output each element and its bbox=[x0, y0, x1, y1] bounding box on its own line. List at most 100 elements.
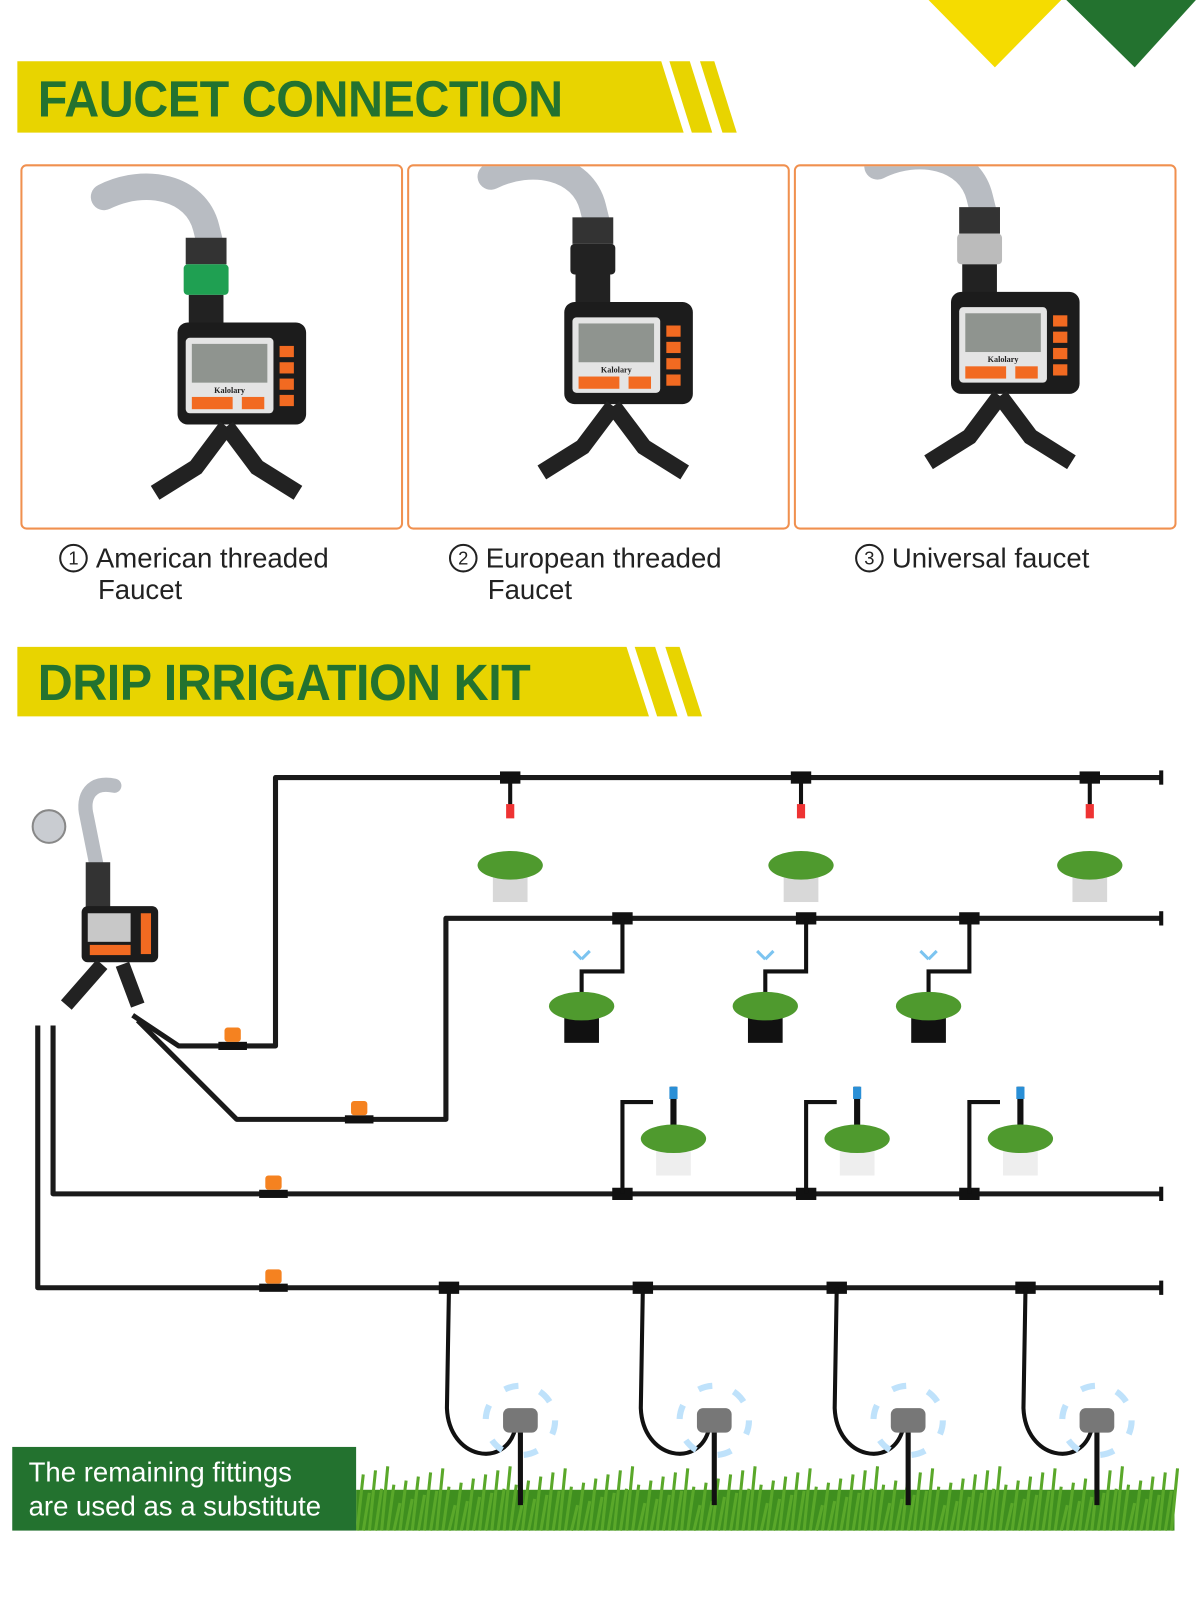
banner-drip-kit bbox=[17, 646, 703, 717]
branch-tube bbox=[579, 918, 625, 1011]
lcd-screen bbox=[965, 313, 1041, 353]
timer-button bbox=[1053, 315, 1068, 327]
timer-button bbox=[666, 341, 681, 354]
valve-knob bbox=[265, 1269, 282, 1284]
sprinkler-hose bbox=[444, 1287, 518, 1456]
timer-brand-logo: Kalolary bbox=[988, 355, 1019, 364]
tee-connector bbox=[1079, 771, 1100, 784]
faucet-panel-european: Kalolary bbox=[407, 153, 790, 530]
valve bbox=[259, 1189, 288, 1198]
branch-tube bbox=[926, 918, 972, 1011]
note-line: The remaining fittings bbox=[28, 1457, 292, 1488]
sprinkler-hose bbox=[832, 1287, 906, 1456]
section-title: DRIP IRRIGATION KIT bbox=[37, 654, 531, 712]
fittings-note: The remaining fittings are used as a sub… bbox=[12, 1446, 357, 1531]
plant-leaves bbox=[477, 851, 543, 880]
lcd-screen bbox=[191, 343, 268, 383]
plant-leaves bbox=[732, 991, 798, 1021]
spray bbox=[919, 949, 938, 961]
sprinkler-head bbox=[503, 1408, 538, 1433]
branch-tube bbox=[620, 1099, 654, 1194]
plant-leaves bbox=[1057, 851, 1123, 880]
adapter-threaded-connector bbox=[570, 243, 616, 275]
number-badge: 1 bbox=[59, 543, 88, 573]
faucet-spout bbox=[90, 173, 225, 262]
spray bbox=[756, 949, 775, 961]
timer-button bbox=[666, 374, 681, 386]
yellow-triangle bbox=[928, 0, 1062, 68]
plant-leaves bbox=[768, 851, 834, 880]
timer-button bbox=[1053, 331, 1068, 343]
sprinkler-head bbox=[890, 1408, 926, 1433]
spray bbox=[870, 1382, 946, 1459]
stake bbox=[1017, 1086, 1024, 1148]
irrigation-diagram bbox=[31, 770, 1180, 1531]
y-splitter bbox=[150, 421, 303, 500]
caption-text: Faucet bbox=[487, 574, 572, 606]
valve-knob bbox=[224, 1027, 241, 1042]
timer-button bbox=[279, 394, 294, 407]
stake bbox=[854, 1086, 861, 1148]
branch-tube bbox=[763, 918, 809, 1011]
plant-leaves bbox=[824, 1124, 890, 1154]
tee-connector bbox=[499, 771, 521, 784]
y-splitter bbox=[537, 401, 690, 480]
sprinkler-hose bbox=[638, 1287, 712, 1456]
branch-tube bbox=[804, 1099, 837, 1194]
sprinkler-head bbox=[1079, 1408, 1115, 1433]
timer-universal-image: Kalolary bbox=[864, 142, 1080, 470]
section-title: FAUCET CONNECTION bbox=[37, 70, 563, 128]
branch-tube bbox=[967, 1099, 1000, 1194]
valve-knob bbox=[265, 1175, 282, 1190]
valve bbox=[344, 1115, 374, 1124]
faucet-spout bbox=[477, 153, 612, 241]
plant-leaves bbox=[987, 1124, 1054, 1154]
sprinkler-head bbox=[696, 1408, 732, 1433]
valve bbox=[218, 1041, 247, 1050]
number-badge: 2 bbox=[448, 543, 478, 573]
dripper bbox=[506, 804, 515, 819]
timer-button bbox=[1053, 364, 1068, 376]
valve-knob bbox=[351, 1101, 368, 1116]
dripper bbox=[796, 804, 806, 819]
faucet-panel-american: Kalolary bbox=[20, 164, 404, 530]
timer-brand-logo: Kalolary bbox=[214, 386, 245, 395]
plant-leaves bbox=[895, 991, 962, 1021]
lcd-screen bbox=[578, 323, 655, 363]
timer-button bbox=[666, 325, 681, 337]
timer-button bbox=[279, 345, 294, 358]
micro-sprayer bbox=[669, 1086, 678, 1099]
spray bbox=[482, 1382, 559, 1459]
timer-button bbox=[666, 358, 681, 370]
dripper bbox=[1085, 804, 1094, 819]
faucet-panel-universal: Kalolary bbox=[793, 142, 1177, 530]
micro-sprayer bbox=[853, 1086, 862, 1099]
caption-text: Universal faucet bbox=[891, 542, 1090, 574]
grass bbox=[355, 1466, 1180, 1531]
spray bbox=[572, 949, 591, 961]
micro-sprayer bbox=[1016, 1086, 1025, 1099]
green-triangle bbox=[1066, 0, 1196, 68]
caption-text: American threaded bbox=[95, 542, 329, 574]
spray bbox=[1059, 1382, 1135, 1459]
adapter-green-quick-connector bbox=[183, 264, 229, 295]
faucet-timer-assembly bbox=[31, 777, 159, 1010]
timer-european-image: Kalolary bbox=[477, 153, 693, 480]
tee-connector bbox=[790, 771, 812, 784]
note-line: are used as a substitute bbox=[28, 1490, 322, 1522]
y-splitter bbox=[924, 391, 1076, 470]
timer-button bbox=[279, 362, 294, 374]
timer-american-image: Kalolary bbox=[90, 173, 307, 500]
plant-leaves bbox=[640, 1124, 707, 1154]
banner-faucet-connection bbox=[17, 61, 737, 133]
caption-text: European threaded bbox=[485, 542, 722, 574]
sprinkler-hose bbox=[1021, 1287, 1094, 1456]
number-badge: 3 bbox=[855, 543, 884, 573]
caption-text: Faucet bbox=[97, 574, 183, 606]
timer-button bbox=[279, 378, 294, 390]
timer-brand-logo: Kalolary bbox=[601, 365, 632, 374]
valve bbox=[259, 1283, 288, 1292]
